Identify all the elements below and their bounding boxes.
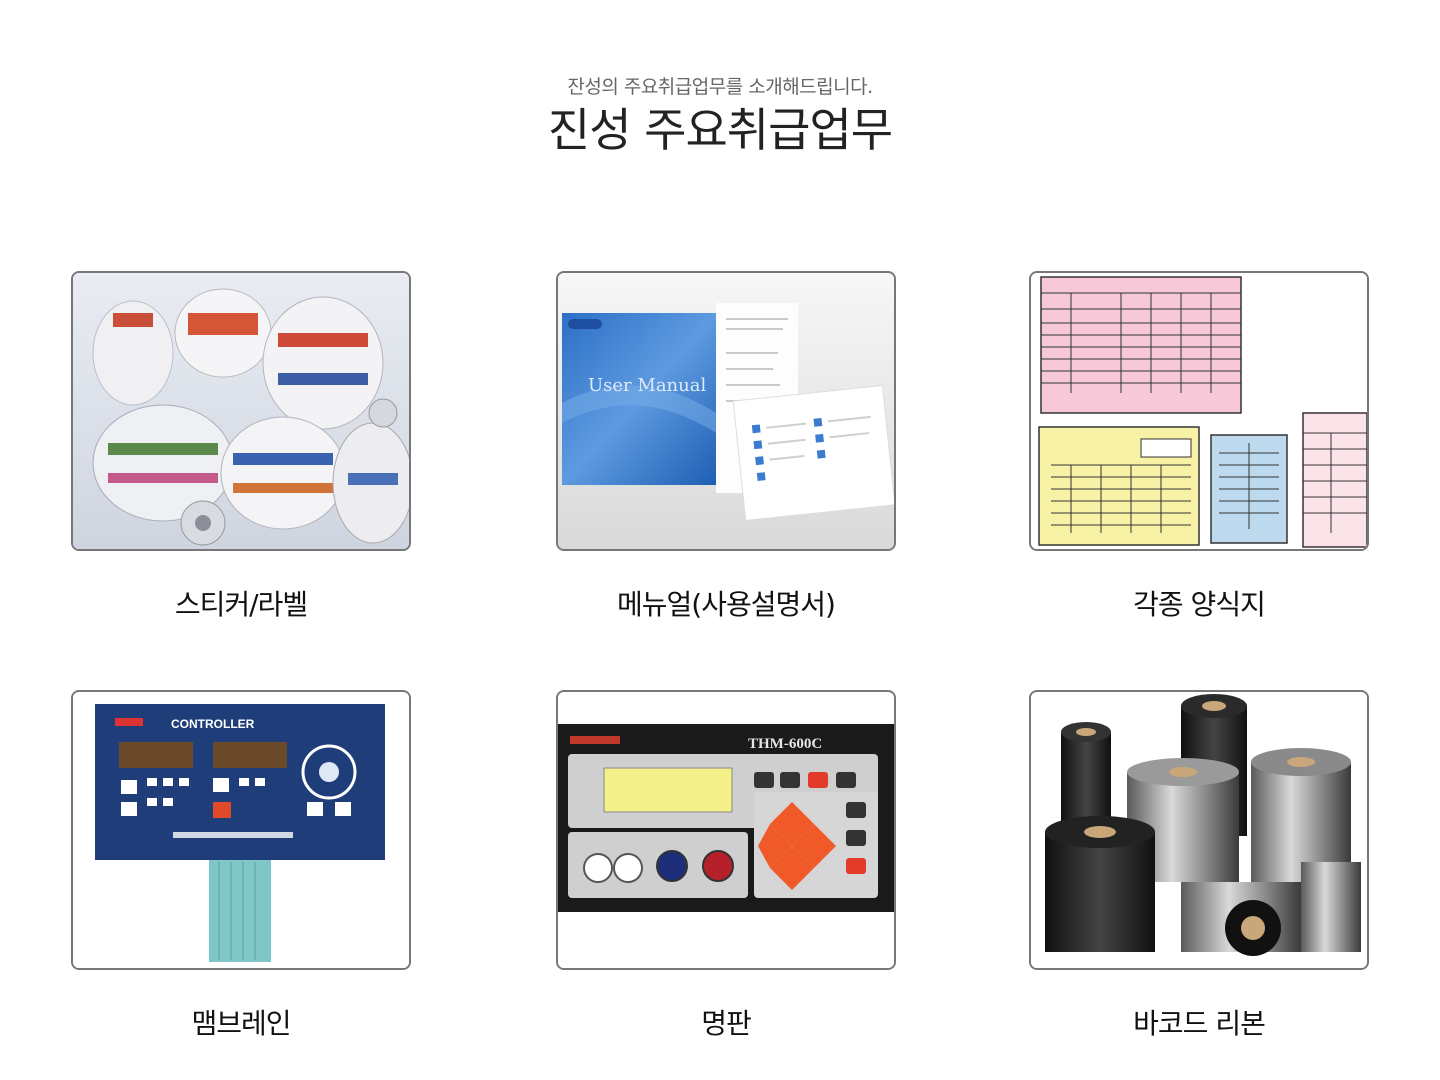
- manual-booklet-photo[interactable]: User Manual: [556, 271, 896, 551]
- nameplate-model: THM-600C: [748, 736, 822, 752]
- barcode-ribbon-photo[interactable]: [1029, 690, 1369, 970]
- service-label: 맴브레인: [191, 1007, 291, 1040]
- service-label: 스티커/라벨: [174, 588, 308, 621]
- nameplate-panel-photo[interactable]: THM-600C: [556, 690, 896, 970]
- membrane-title: CONTROLLER: [171, 717, 255, 731]
- page-subtitle: 잔성의 주요취급업무를 소개해드립니다.: [567, 76, 873, 98]
- page-header: 잔성의 주요취급업무를 소개해드립니다. 진성 주요취급업무: [0, 72, 1440, 158]
- page-title: 진성 주요취급업무: [547, 103, 893, 157]
- membrane-keypad-photo[interactable]: CONTROLLER: [71, 690, 411, 970]
- service-label: 바코드 리본: [1133, 1007, 1266, 1040]
- manual-cover-title: User Manual: [588, 375, 706, 396]
- service-card-sticker-label[interactable]: 스티커/라벨: [71, 271, 411, 623]
- service-label: 각종 양식지: [1133, 588, 1266, 621]
- service-label: 명판: [701, 1007, 752, 1040]
- service-card-membrane[interactable]: CONTROLLER 맴브레인: [71, 690, 411, 1042]
- service-label: 메뉴얼(사용설명서): [617, 588, 836, 621]
- service-card-forms[interactable]: 각종 양식지: [1029, 271, 1369, 623]
- service-card-manual[interactable]: User Manual: [556, 271, 896, 623]
- business-forms-photo[interactable]: [1029, 271, 1369, 551]
- service-card-barcode-ribbon[interactable]: 바코드 리본: [1029, 690, 1369, 1042]
- service-card-nameplate[interactable]: THM-600C 명판: [556, 690, 896, 1042]
- label-rolls-photo[interactable]: [71, 271, 411, 551]
